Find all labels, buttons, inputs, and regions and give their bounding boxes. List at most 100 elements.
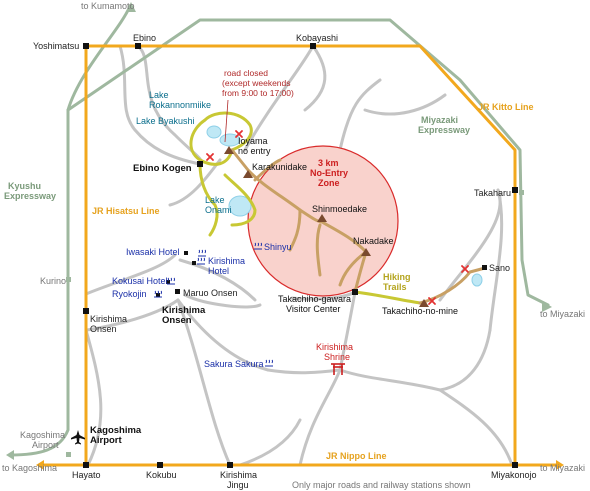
- lake-onami-label-2: Onami: [205, 205, 232, 215]
- no-entry-x-icon: [461, 265, 469, 273]
- no-entry-x-icon: [428, 297, 436, 305]
- station-kurino: Kurino: [40, 276, 66, 286]
- station-takaharu: Takaharu: [474, 188, 511, 198]
- lake-onami-shape: [228, 195, 252, 217]
- station-ebino: Ebino: [133, 33, 156, 43]
- kirishima-onsen-station-marker: [83, 308, 89, 314]
- jr-hisatsu-line-label: JR Hisatsu Line: [92, 206, 160, 216]
- hayato-station-marker: [83, 462, 89, 468]
- ebino-station-marker: [135, 43, 141, 49]
- arrow-to-kagoshima-exp: [6, 450, 14, 460]
- kirishima-shrine-label-1: Kirishima: [316, 342, 353, 352]
- station-kobayashi: Kobayashi: [296, 33, 338, 43]
- kurino-marker: [66, 277, 71, 282]
- takachiho-no-mine-label: Takachiho-no-mine: [382, 306, 458, 316]
- road-closed-label-3: from 9:00 to 17:00): [222, 88, 294, 98]
- onsen-icon: [265, 359, 273, 367]
- hiking-trails-label-2: Trails: [383, 282, 407, 292]
- hotel-kokusai-label: Kokusai Hotel: [112, 276, 168, 286]
- to-miyazaki-rail-label: to Miyazaki: [540, 463, 585, 473]
- no-entry-x-icon: [206, 153, 214, 161]
- lake-sano-shape: [471, 273, 483, 287]
- miyakonojo-station-marker: [512, 462, 518, 468]
- kirishima-onsen-area-label-1: Kirishima: [162, 305, 206, 316]
- station-hayato: Hayato: [72, 470, 101, 480]
- kyushu-expressway: [8, 4, 132, 457]
- ioyama-label-1: Ioyama: [238, 136, 268, 146]
- hotel-shinyu-label: Shinyu: [264, 242, 292, 252]
- hiking-trails-yellow: [189, 111, 422, 305]
- arrow-to-kagoshima-rail: [36, 460, 44, 470]
- shinmoedake-peak-icon: [317, 214, 327, 222]
- ryokojin-marker: [156, 293, 160, 297]
- lake-byakushi-label: Lake Byakushi: [136, 116, 195, 126]
- no-entry-zone-label-3: Zone: [318, 178, 340, 188]
- railway-lines: [40, 44, 560, 467]
- jr-nippo-line-label: JR Nippo Line: [326, 451, 387, 461]
- kagoshima-airport-expressway-marker: [66, 452, 71, 457]
- no-entry-zone-label-2: No-Entry: [310, 168, 348, 178]
- lake-byakushi-shape: [206, 125, 222, 139]
- takachiho-no-mine-peak-icon: [419, 299, 429, 307]
- to-kumamoto-label: to Kumamoto: [81, 1, 135, 11]
- to-kagoshima-label: to Kagoshima: [2, 463, 57, 473]
- hotel-iwasaki-label: Iwasaki Hotel: [126, 247, 180, 257]
- onsen-icon: [198, 249, 206, 257]
- onsen-icons: [154, 242, 273, 367]
- station-miyakonojo: Miyakonojo: [491, 470, 537, 480]
- jr-kitto-line-label: JR Kitto Line: [478, 102, 534, 112]
- onsen-icon: [197, 257, 205, 265]
- kagoshima-airport-exp-label-2: Airport: [32, 440, 59, 450]
- hotel-sakura-label: Sakura Sakura: [204, 359, 264, 369]
- lake-rokkannonmiike-label-1: Lake: [149, 90, 169, 100]
- station-maruo-onsen: Maruo Onsen: [183, 288, 238, 298]
- station-markers: [83, 43, 518, 468]
- lake-rokkannonmiike-label-2: Rokannonmiike: [149, 100, 211, 110]
- road-closed-leader: [224, 99, 229, 143]
- yoshimatsu-station-marker: [83, 43, 89, 49]
- lake-onami-label-1: Lake: [205, 195, 225, 205]
- station-kirishima-onsen-2: Onsen: [90, 324, 117, 334]
- hotel-ryokojin-label: Ryokojin: [112, 289, 147, 299]
- kirishima-jingu-station-marker: [227, 462, 233, 468]
- ebino-kogen-marker: [197, 161, 203, 167]
- hotel-kirishima-label-1: Kirishima: [208, 256, 245, 266]
- kagoshima-airport-label-1: Kagoshima: [90, 425, 142, 436]
- takaharu-expressway-marker: [519, 190, 524, 195]
- kyushu-expressway-label-1: Kyushu: [8, 181, 41, 191]
- ioyama-peak-icon: [224, 146, 234, 154]
- no-entry-markers: [206, 130, 469, 305]
- station-kokubu: Kokubu: [146, 470, 177, 480]
- karakunidake-peak-icon: [243, 170, 253, 178]
- airplane-icon: [71, 430, 85, 445]
- station-yoshimatsu: Yoshimatsu: [33, 41, 79, 51]
- kirishima-onsen-area-label-2: Onsen: [162, 315, 192, 326]
- torii-shrine-icon: [331, 363, 345, 375]
- road-network: [84, 44, 514, 467]
- kobayashi-station-marker: [310, 43, 316, 49]
- arrow-to-miyazaki-rail: [556, 460, 564, 470]
- road-closed-label-1: road closed: [224, 68, 268, 78]
- kokubu-station-marker: [157, 462, 163, 468]
- kyushu-expressway-label-2: Expressway: [4, 191, 56, 201]
- ioyama-label-2: no entry: [238, 146, 271, 156]
- miyazaki-expressway-label-1: Miyazaki: [421, 115, 458, 125]
- maruo-onsen-marker: [175, 289, 180, 294]
- expressways: [8, 4, 550, 457]
- takachiho-gawara-label-1: Takachiho-gawara: [278, 294, 351, 304]
- onsen-icon: [254, 242, 262, 250]
- kokusai-hotel-marker: [166, 280, 170, 284]
- kirishima-shrine-label-2: Shrine: [324, 352, 350, 362]
- arrow-to-kumamoto: [126, 2, 136, 12]
- station-sano: Sano: [489, 263, 510, 273]
- takachiho-gawara-marker: [352, 289, 358, 295]
- no-entry-x-icon: [235, 130, 243, 138]
- hiking-trails-label-1: Hiking: [383, 272, 411, 282]
- station-kirishima-onsen-1: Kirishima: [90, 314, 127, 324]
- jr-kitto-line: [86, 44, 517, 465]
- to-miyazaki-expressway-label: to Miyazaki: [540, 309, 585, 319]
- arrow-to-miyazaki-exp: [542, 301, 552, 312]
- sano-marker: [482, 265, 487, 270]
- miyazaki-expressway-label-2: Expressway: [418, 125, 470, 135]
